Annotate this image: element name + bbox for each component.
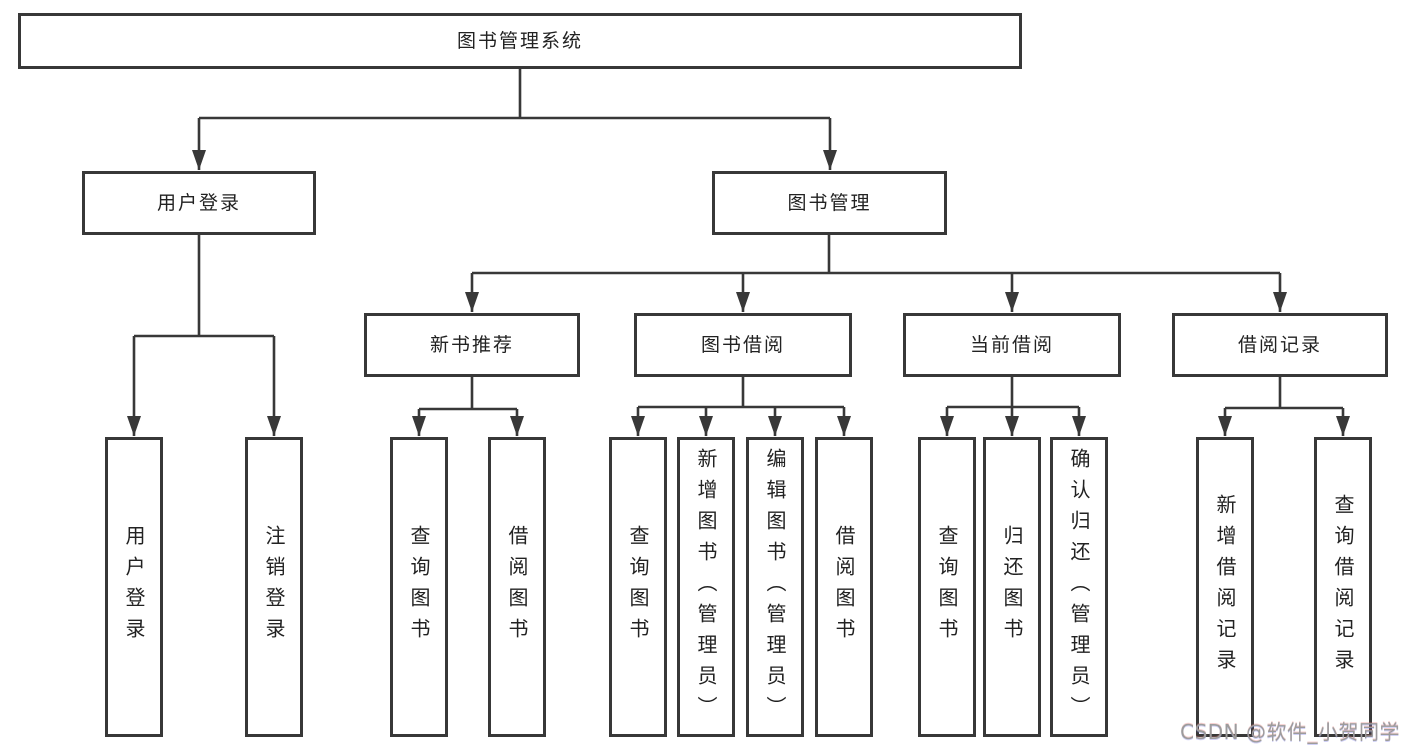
leaf-query-books-recommendation: 查询图书 (390, 437, 448, 737)
leaf-add-borrow-record: 新增借阅记录 (1196, 437, 1254, 737)
edge-book-management-to-level3 (465, 235, 1287, 312)
leaf-return-book: 归还图书 (983, 437, 1041, 737)
node-user-login: 用户登录 (82, 171, 316, 235)
leaf-edit-book-admin: 编辑图书（管理员） (746, 437, 804, 737)
leaf-borrow-books-recommendation: 借阅图书 (488, 437, 546, 737)
leaf-user-login: 用户登录 (105, 437, 163, 737)
node-current-borrowing: 当前借阅 (903, 313, 1121, 377)
leaf-logout: 注销登录 (245, 437, 303, 737)
leaf-query-borrow-record: 查询借阅记录 (1314, 437, 1372, 737)
leaf-borrow-books-borrowing: 借阅图书 (815, 437, 873, 737)
node-new-book-recommendation: 新书推荐 (364, 313, 580, 377)
node-book-borrowing: 图书借阅 (634, 313, 852, 377)
node-library-system: 图书管理系统 (18, 13, 1022, 69)
node-borrowing-records: 借阅记录 (1172, 313, 1388, 377)
edge-root-to-level2 (192, 69, 837, 170)
watermark: CSDN @软件_小贺同学 (1180, 720, 1400, 744)
node-book-management: 图书管理 (712, 171, 947, 235)
edge-book-borrowing-to-leaves (631, 377, 851, 436)
edge-current-borrowing-to-leaves (940, 377, 1086, 436)
leaf-add-book-admin: 新增图书（管理员） (677, 437, 735, 737)
leaf-confirm-return-admin: 确认归还（管理员） (1050, 437, 1108, 737)
edge-borrowing-records-to-leaves (1218, 377, 1350, 436)
edge-new-book-recommendation-to-leaves (412, 377, 524, 436)
edge-user-login-to-leaves (127, 235, 281, 436)
leaf-query-books-borrowing: 查询图书 (609, 437, 667, 737)
leaf-query-books-current: 查询图书 (918, 437, 976, 737)
